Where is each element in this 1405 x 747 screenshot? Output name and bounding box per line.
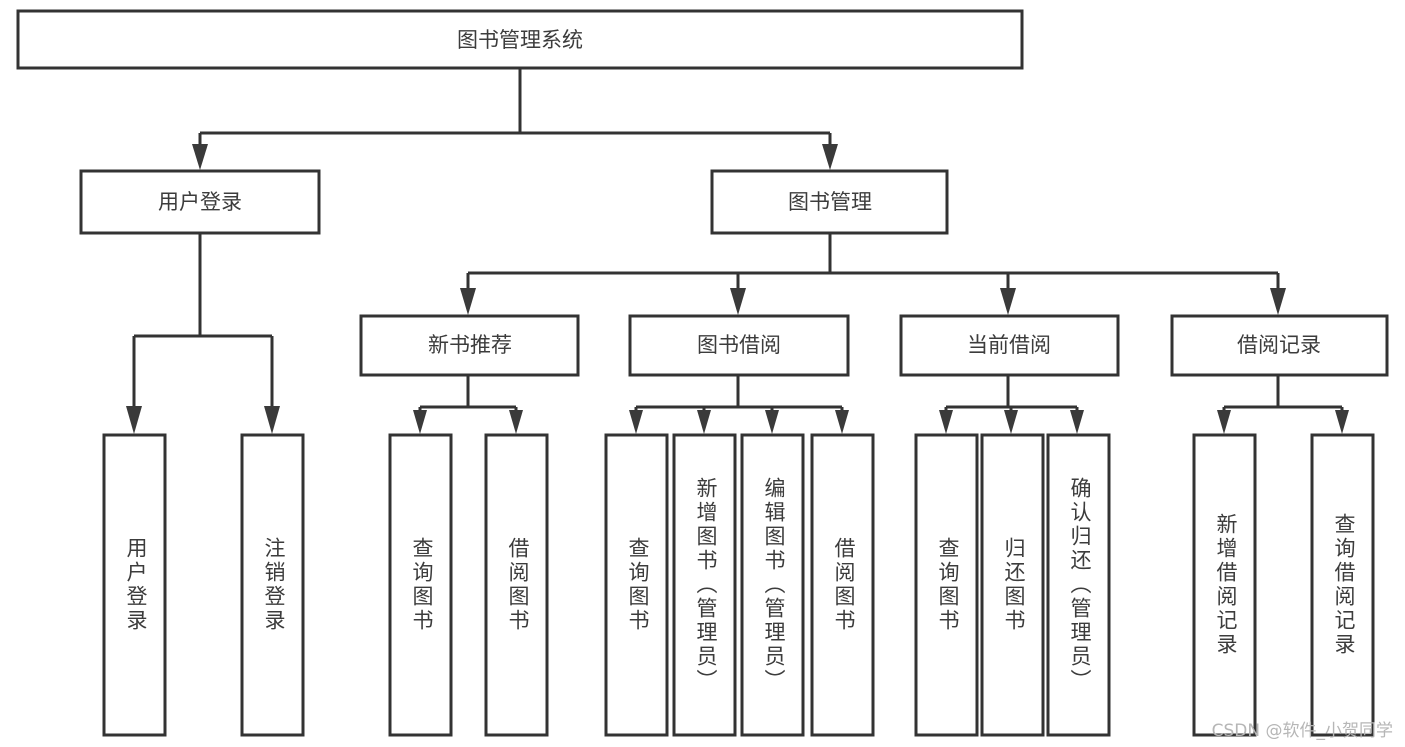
node-current-borrow[interactable]: 当前借阅 bbox=[899, 314, 1120, 377]
leaf-node-currentborrow-query[interactable]: 查询图书 bbox=[914, 433, 979, 737]
node-book-manage-box[interactable] bbox=[710, 169, 949, 235]
leaf-label-currentborrow-confirm: 确认归还（管理员） bbox=[1068, 477, 1092, 693]
node-borrow-record-label: 借阅记录 bbox=[1237, 333, 1321, 357]
leaf-node-borrowrecord-query[interactable]: 查询借阅记录 bbox=[1310, 433, 1375, 737]
leaf-box-bookborrow-borrow[interactable] bbox=[810, 433, 875, 737]
leaf-label-bookborrow-borrow: 借阅图书 bbox=[832, 537, 856, 633]
leaf-node-user-login-logout[interactable]: 注销登录 bbox=[240, 433, 305, 737]
leaf-node-bookborrow-query[interactable]: 查询图书 bbox=[604, 433, 669, 737]
node-root-label: 图书管理系统 bbox=[457, 28, 583, 52]
node-user-login-box[interactable] bbox=[79, 169, 321, 235]
leaf-box-currentborrow-query[interactable] bbox=[914, 433, 979, 737]
leaf-node-borrowrecord-add[interactable]: 新增借阅记录 bbox=[1192, 433, 1257, 737]
arrow-head-borrowrecord-leaf-2 bbox=[1335, 410, 1349, 434]
arrow-head-leaf-logout bbox=[264, 406, 280, 434]
node-borrow-record-box[interactable] bbox=[1170, 314, 1389, 377]
leaf-box-currentborrow-return[interactable] bbox=[980, 433, 1045, 737]
arrow-head-new-book bbox=[460, 288, 476, 315]
leaf-label-user-login-logout: 注销登录 bbox=[262, 537, 286, 633]
leaf-box-user-login-login[interactable] bbox=[102, 433, 167, 737]
node-user-login[interactable]: 用户登录 bbox=[79, 169, 321, 235]
arrow-head-bookborrow-leaf-1 bbox=[629, 410, 643, 434]
leaf-label-bookborrow-add: 新增图书（管理员） bbox=[694, 477, 718, 693]
leaf-node-bookborrow-edit[interactable]: 编辑图书（管理员） bbox=[740, 433, 805, 737]
node-new-book-recommend-box[interactable] bbox=[359, 314, 580, 377]
leaf-box-borrowrecord-add[interactable] bbox=[1192, 433, 1257, 737]
leaf-box-bookborrow-add[interactable] bbox=[672, 433, 737, 737]
node-book-manage[interactable]: 图书管理 bbox=[710, 169, 949, 235]
leaf-node-bookborrow-borrow[interactable]: 借阅图书 bbox=[810, 433, 875, 737]
arrow-head-current-borrow bbox=[1000, 288, 1016, 315]
leaf-node-bookborrow-add[interactable]: 新增图书（管理员） bbox=[672, 433, 737, 737]
leaf-label-bookborrow-query: 查询图书 bbox=[626, 537, 650, 633]
arrow-head-bookborrow-leaf-2 bbox=[697, 410, 711, 434]
leaf-label-newbook-query: 查询图书 bbox=[410, 537, 434, 633]
node-new-book-recommend[interactable]: 新书推荐 bbox=[359, 314, 580, 377]
arrow-head-bookborrow-leaf-4 bbox=[835, 410, 849, 434]
arrow-head-borrowrecord-leaf-1 bbox=[1217, 410, 1231, 434]
node-book-borrow-box[interactable] bbox=[628, 314, 850, 377]
arrow-head-currentborrow-leaf-3 bbox=[1070, 410, 1084, 434]
leaf-label-currentborrow-query: 查询图书 bbox=[936, 537, 960, 633]
leaf-node-newbook-query[interactable]: 查询图书 bbox=[388, 433, 453, 737]
arrow-head-book-borrow bbox=[730, 288, 746, 315]
leaf-box-newbook-query[interactable] bbox=[388, 433, 453, 737]
arrow-head-newbook-leaf-2 bbox=[509, 410, 523, 434]
arrow-head-bookborrow-leaf-3 bbox=[765, 410, 779, 434]
arrow-head-leaf-user-login bbox=[126, 406, 142, 434]
leaf-label-currentborrow-return: 归还图书 bbox=[1002, 537, 1026, 633]
node-borrow-record[interactable]: 借阅记录 bbox=[1170, 314, 1389, 377]
arrow-head-newbook-leaf-1 bbox=[413, 410, 427, 434]
arrow-head-user-login bbox=[192, 144, 208, 170]
arrow-head-book-manage bbox=[822, 144, 838, 170]
node-root[interactable]: 图书管理系统 bbox=[16, 9, 1024, 70]
leaf-label-newbook-borrow: 借阅图书 bbox=[506, 537, 530, 633]
leaf-label-borrowrecord-add: 新增借阅记录 bbox=[1214, 513, 1238, 657]
leaf-node-newbook-borrow[interactable]: 借阅图书 bbox=[484, 433, 549, 737]
connector-group bbox=[126, 68, 1349, 434]
leaf-node-currentborrow-return[interactable]: 归还图书 bbox=[980, 433, 1045, 737]
leaf-box-bookborrow-query[interactable] bbox=[604, 433, 669, 737]
node-new-book-recommend-label: 新书推荐 bbox=[428, 333, 512, 357]
leaf-label-borrowrecord-query: 查询借阅记录 bbox=[1332, 513, 1356, 657]
leaf-box-newbook-borrow[interactable] bbox=[484, 433, 549, 737]
node-user-login-label: 用户登录 bbox=[158, 190, 242, 214]
arrow-head-borrow-record bbox=[1270, 288, 1286, 315]
node-current-borrow-label: 当前借阅 bbox=[967, 333, 1051, 357]
leaf-box-user-login-logout[interactable] bbox=[240, 433, 305, 737]
leaf-node-currentborrow-confirm[interactable]: 确认归还（管理员） bbox=[1046, 433, 1111, 737]
node-book-borrow[interactable]: 图书借阅 bbox=[628, 314, 850, 377]
arrow-head-currentborrow-leaf-2 bbox=[1004, 410, 1018, 434]
leaf-box-bookborrow-edit[interactable] bbox=[740, 433, 805, 737]
leaf-label-user-login-login: 用户登录 bbox=[124, 537, 148, 633]
node-book-manage-label: 图书管理 bbox=[788, 190, 872, 214]
leaf-box-borrowrecord-query[interactable] bbox=[1310, 433, 1375, 737]
arrow-head-currentborrow-leaf-1 bbox=[939, 410, 953, 434]
node-root-box[interactable] bbox=[16, 9, 1024, 70]
leaf-box-currentborrow-confirm[interactable] bbox=[1046, 433, 1111, 737]
leaf-label-bookborrow-edit: 编辑图书（管理员） bbox=[762, 477, 786, 693]
node-current-borrow-box[interactable] bbox=[899, 314, 1120, 377]
node-book-borrow-label: 图书借阅 bbox=[697, 333, 781, 357]
leaf-node-user-login-login[interactable]: 用户登录 bbox=[102, 433, 167, 737]
